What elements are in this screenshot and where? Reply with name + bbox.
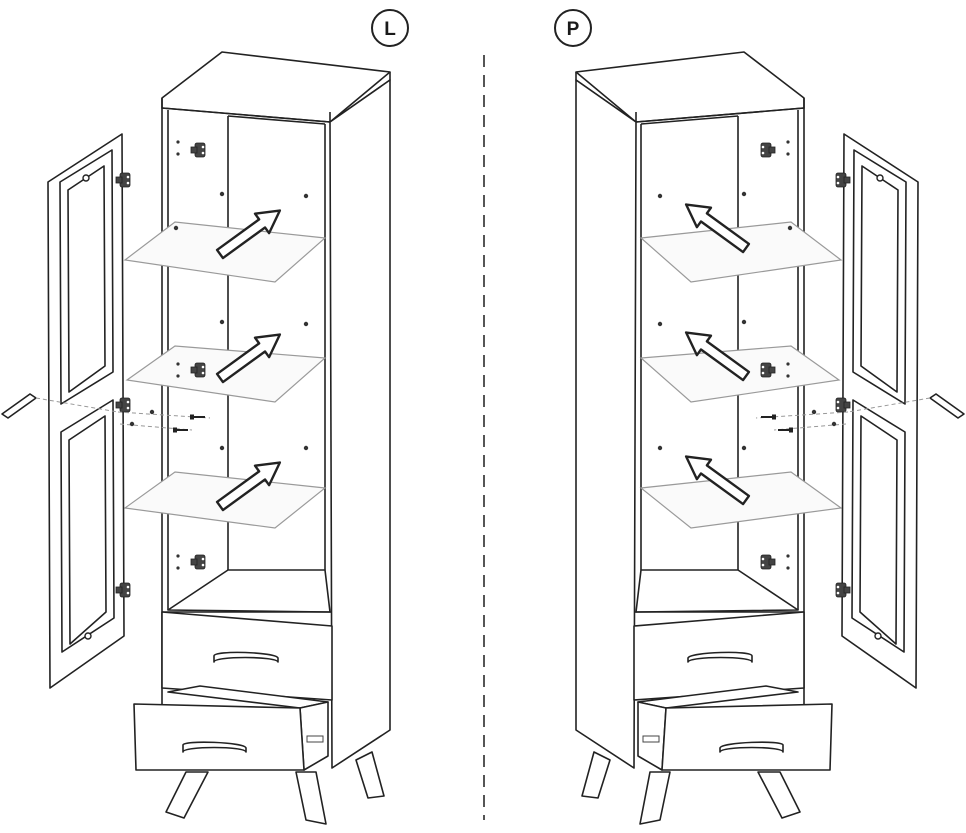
cabinet-right <box>576 52 841 824</box>
glass-door-left <box>48 134 130 688</box>
variant-label-left-text: L <box>384 19 396 40</box>
glass-door-right <box>836 134 918 688</box>
variant-label-left: L <box>371 9 409 47</box>
cabinet-left <box>125 52 390 824</box>
variant-label-right: P <box>554 9 592 47</box>
variant-label-right-text: P <box>567 19 580 40</box>
